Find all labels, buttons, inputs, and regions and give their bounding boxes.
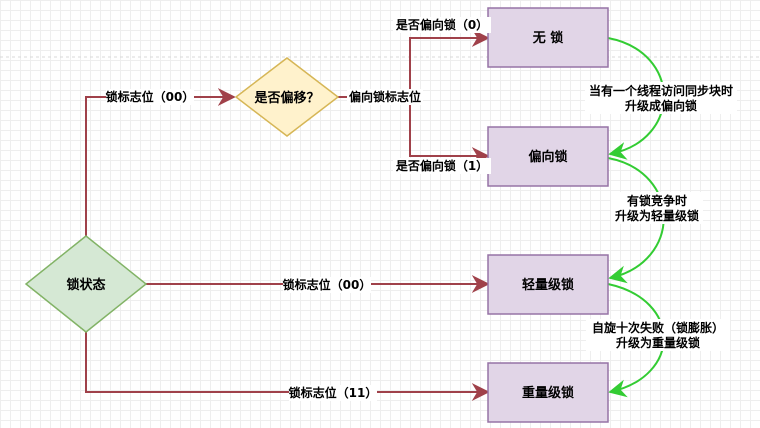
- heavyweight-lock-node[interactable]: [487, 362, 609, 423]
- edge-lockstate-to-heavyweight[interactable]: [85, 332, 490, 401]
- edge-branch-to-biased[interactable]: [409, 97, 490, 165]
- biased-lock-node[interactable]: [487, 126, 609, 187]
- transition-label-to-heavy-line2: 升级为重量级锁: [616, 335, 700, 350]
- biased-lock-label: 偏向锁: [528, 149, 567, 165]
- edge-label-flag-00-mid: 锁标志位（00）: [283, 277, 372, 292]
- edge-label-biased-0: 是否偏向锁（0）: [395, 17, 488, 32]
- lightweight-lock-label: 轻量级锁: [522, 277, 574, 293]
- edge-label-bias-flag: 偏向锁标志位: [349, 89, 421, 104]
- lightweight-lock-node[interactable]: [487, 254, 609, 315]
- edge-label-biased-1: 是否偏向锁（1）: [395, 158, 488, 173]
- lock-state-node[interactable]: [24, 235, 148, 333]
- heavyweight-lock-label: 重量级锁: [522, 385, 574, 401]
- edge-branch-to-nolock[interactable]: [409, 29, 490, 97]
- transition-label-to-light-line1: 有锁竞争时: [627, 193, 687, 208]
- is-biased-decision-node[interactable]: [234, 57, 340, 137]
- transition-label-to-heavy-line1: 自旋十次失败（锁膨胀）: [592, 320, 724, 335]
- transition-label-to-biased-line1: 当有一个线程访问同步块时: [589, 83, 733, 98]
- no-lock-label: 无 锁: [532, 30, 564, 46]
- no-lock-node[interactable]: [487, 7, 609, 68]
- edge-label-flag-00-top: 锁标志位（00）: [106, 89, 195, 104]
- edge-label-flag-11: 锁标志位（11）: [289, 385, 378, 400]
- transition-label-to-light-line2: 升级为轻量级锁: [615, 208, 699, 223]
- lock-state-label: 锁状态: [66, 277, 105, 293]
- is-biased-label: 是否偏移？: [253, 90, 319, 106]
- transition-label-to-biased-line2: 升级成偏向锁: [625, 98, 697, 113]
- edge-lockstate-to-decision[interactable]: [85, 88, 236, 236]
